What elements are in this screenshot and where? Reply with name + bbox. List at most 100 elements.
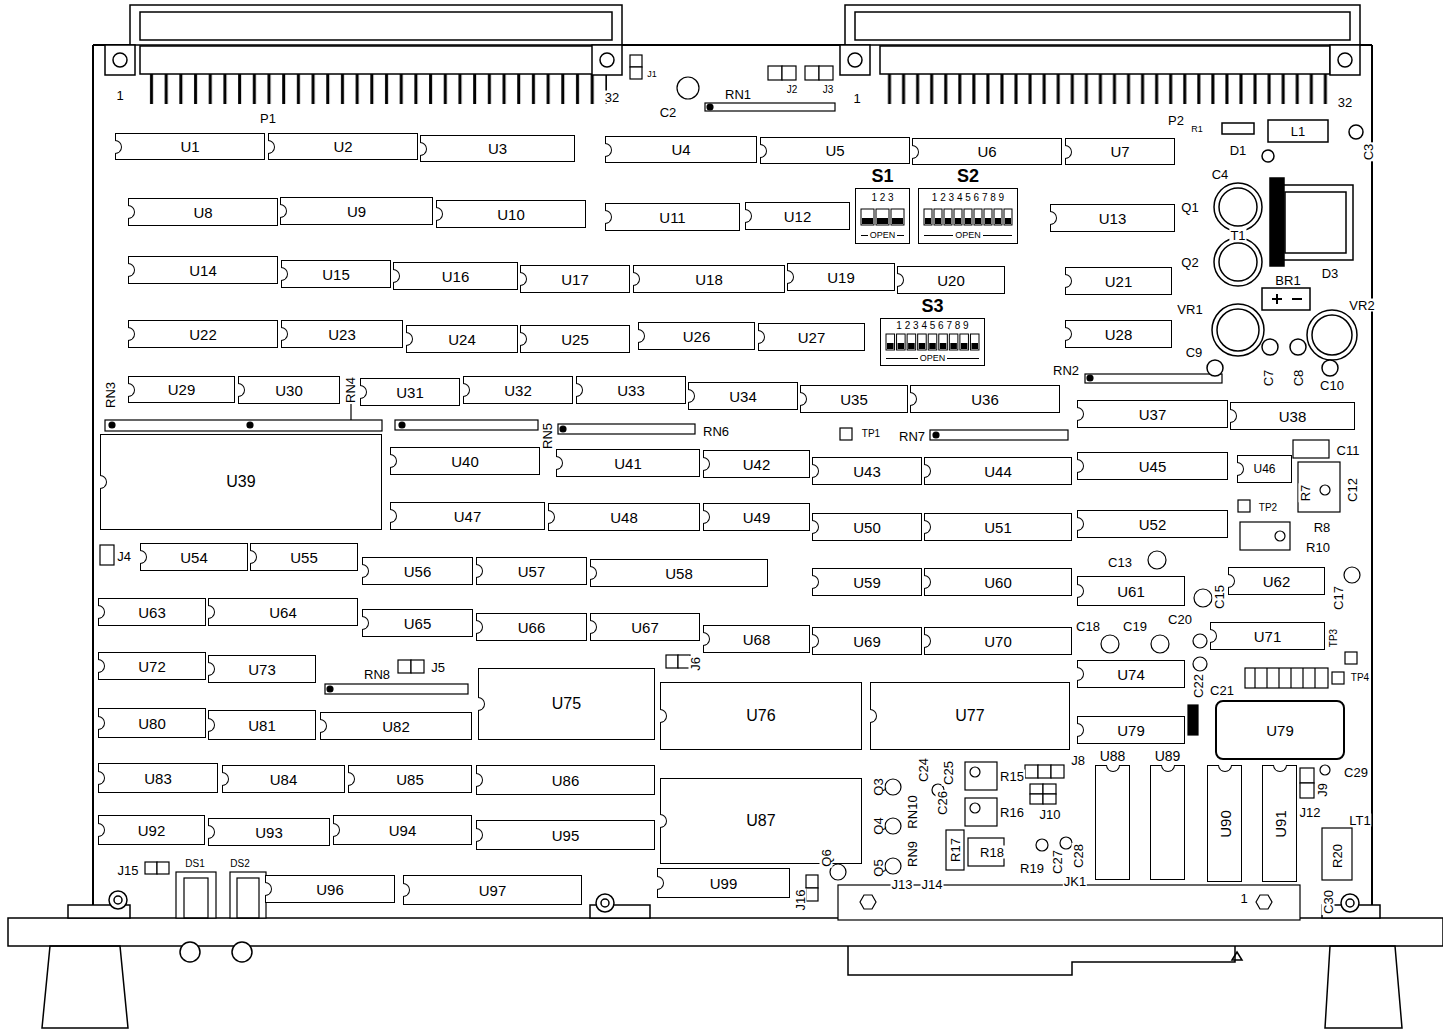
ic-chip: U71 bbox=[1210, 622, 1325, 650]
ic-chip: U76 bbox=[660, 682, 862, 750]
chip-notch bbox=[605, 210, 612, 224]
part-designator: U12 bbox=[784, 209, 812, 224]
chip-notch bbox=[208, 605, 215, 619]
silkscreen-label: 32 bbox=[1337, 96, 1353, 109]
chip-notch bbox=[870, 709, 877, 723]
connector-p2-part bbox=[1330, 45, 1360, 75]
chip-notch bbox=[657, 876, 664, 890]
chip-notch bbox=[362, 616, 369, 630]
power-supply-parts-part bbox=[1214, 183, 1262, 231]
part-designator: U75 bbox=[552, 696, 581, 712]
ic-chip: U48 bbox=[548, 503, 700, 531]
power-supply-parts-part bbox=[1307, 310, 1357, 360]
silkscreen-label: RN10 bbox=[906, 794, 919, 829]
silkscreen-label: C10 bbox=[1319, 379, 1345, 392]
small-parts-part bbox=[1030, 794, 1043, 804]
power-supply-parts-part bbox=[1219, 243, 1257, 281]
part-designator: U95 bbox=[552, 828, 580, 843]
part-designator: U45 bbox=[1139, 459, 1167, 474]
small-parts-part bbox=[1238, 500, 1250, 512]
chip-notch bbox=[1218, 765, 1232, 772]
chip-notch bbox=[393, 269, 400, 283]
switch-lever bbox=[861, 209, 874, 225]
small-parts-part bbox=[1043, 784, 1056, 794]
part-designator: U66 bbox=[518, 620, 546, 635]
ic-chip: U89 bbox=[1150, 765, 1185, 880]
switch-lever bbox=[934, 209, 942, 225]
small-parts-part bbox=[968, 838, 1004, 866]
chip-notch bbox=[98, 823, 105, 837]
chip-notch bbox=[924, 520, 931, 534]
silkscreen-label: DS2 bbox=[229, 859, 250, 869]
part-designator: U89 bbox=[1154, 749, 1182, 763]
front-panel-part bbox=[109, 891, 127, 909]
part-designator: U65 bbox=[404, 616, 432, 631]
oscillator-box: U79 bbox=[1215, 700, 1345, 760]
lever-knob bbox=[961, 343, 968, 349]
chip-notch bbox=[1077, 459, 1084, 473]
chip-notch bbox=[333, 823, 340, 837]
lever-slot bbox=[924, 209, 932, 225]
part-designator: U82 bbox=[382, 719, 410, 734]
power-supply-parts-part bbox=[1322, 360, 1338, 376]
silkscreen-label: C17 bbox=[1332, 585, 1345, 611]
part-designator: U18 bbox=[695, 272, 723, 287]
silkscreen-label: C25 bbox=[942, 760, 955, 786]
front-panel-part bbox=[114, 896, 122, 904]
power-supply-parts-part bbox=[1207, 360, 1223, 376]
chip-notch bbox=[268, 140, 275, 154]
chip-notch bbox=[897, 273, 904, 287]
ic-chip: U85 bbox=[348, 765, 472, 793]
ic-chip: U51 bbox=[924, 513, 1072, 541]
connector-p1-part bbox=[600, 53, 614, 67]
chip-notch bbox=[745, 209, 752, 223]
chip-notch bbox=[605, 143, 612, 157]
lever-slot bbox=[994, 209, 1002, 225]
ic-chip: U44 bbox=[924, 457, 1072, 485]
part-designator: U19 bbox=[827, 270, 855, 285]
ic-chip: U59 bbox=[812, 568, 922, 596]
power-supply-parts-part bbox=[1312, 315, 1352, 355]
connector-p1-part bbox=[140, 46, 610, 74]
ic-chip: U16 bbox=[393, 262, 518, 290]
lever-knob bbox=[940, 343, 947, 349]
ic-chip: U33 bbox=[576, 376, 686, 404]
chip-notch bbox=[1065, 145, 1072, 159]
switch-name: S1 bbox=[855, 166, 910, 186]
ic-chip: U75 bbox=[478, 668, 655, 740]
ic-chip: U35 bbox=[800, 385, 908, 413]
silkscreen-label: C27 bbox=[1051, 849, 1064, 875]
chip-notch bbox=[238, 383, 245, 397]
switch-body: 1 2 3OPEN bbox=[855, 188, 910, 244]
small-parts-part bbox=[1255, 668, 1315, 688]
silkscreen-label: J5 bbox=[430, 661, 446, 674]
power-supply-parts-part bbox=[1217, 309, 1259, 351]
lever-slot bbox=[960, 334, 969, 350]
chip-notch bbox=[633, 272, 640, 286]
chip-notch bbox=[1065, 274, 1072, 288]
part-designator: U48 bbox=[610, 510, 638, 525]
part-designator: U81 bbox=[248, 718, 276, 733]
part-designator: U10 bbox=[497, 207, 525, 222]
chip-notch bbox=[208, 662, 215, 676]
ic-chip: U77 bbox=[870, 682, 1070, 750]
chip-notch bbox=[1077, 407, 1084, 421]
ic-chip: U60 bbox=[924, 568, 1072, 596]
chip-notch bbox=[1077, 723, 1084, 737]
chip-notch bbox=[115, 140, 122, 154]
small-parts-part bbox=[970, 767, 980, 777]
ic-chip: U52 bbox=[1077, 510, 1228, 538]
chip-notch bbox=[660, 814, 667, 828]
part-designator: U84 bbox=[270, 772, 298, 787]
small-parts-part bbox=[237, 878, 259, 918]
switch-lever bbox=[949, 334, 958, 350]
silkscreen-label: RN5 bbox=[541, 422, 554, 450]
ic-chip: U96 bbox=[265, 875, 395, 903]
chip-notch bbox=[420, 142, 427, 156]
part-designator: U13 bbox=[1099, 211, 1127, 226]
ic-chip: U7 bbox=[1065, 138, 1175, 165]
part-designator: U22 bbox=[189, 327, 217, 342]
chip-notch bbox=[98, 605, 105, 619]
lever-slot bbox=[928, 334, 937, 350]
small-parts-part bbox=[1322, 828, 1352, 880]
